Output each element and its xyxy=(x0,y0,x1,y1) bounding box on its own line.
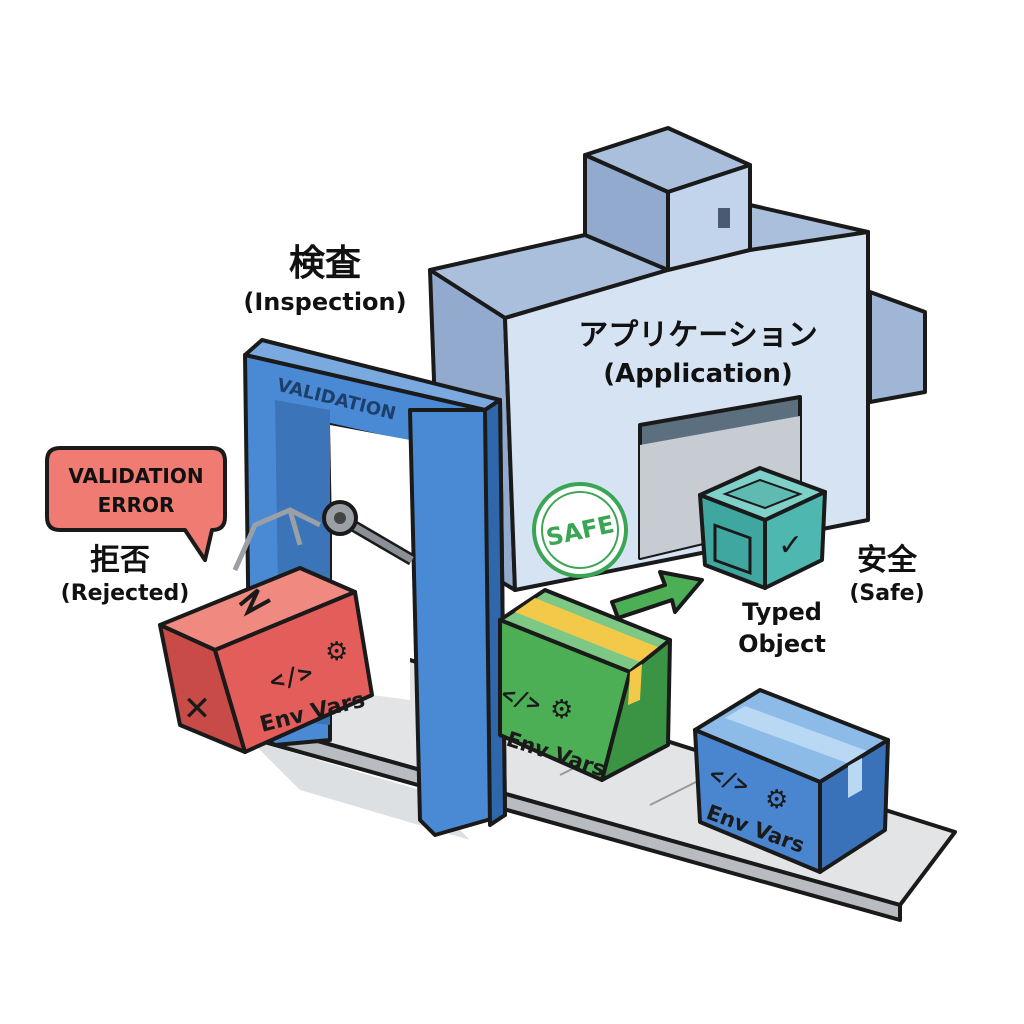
validation-error-bubble: VALIDATION ERROR xyxy=(45,446,227,562)
error-line-2: ERROR xyxy=(98,493,175,517)
safe-title-ja: 安全 xyxy=(857,543,918,578)
application-title-ja: アプリケーション xyxy=(578,318,817,353)
arrow-right-icon xyxy=(610,570,704,620)
crack-icon xyxy=(238,588,271,617)
inspection-title-ja: 検査 xyxy=(289,243,361,284)
application-title-en: (Application) xyxy=(603,359,793,389)
gear-icon: ⚙ xyxy=(325,637,348,667)
rejected-title-ja: 拒否 xyxy=(90,543,150,578)
error-line-1: VALIDATION xyxy=(68,464,203,488)
safe-stamp: SAFE xyxy=(532,482,628,578)
typed-object-line-2: Object xyxy=(738,630,826,658)
waiting-env-vars-box: </> ⚙ Env Vars xyxy=(693,688,890,874)
robotic-arm xyxy=(232,500,416,572)
rejected-env-vars-box: ✕ </> ⚙ Env Vars xyxy=(158,566,374,754)
window-icon xyxy=(718,208,730,228)
rejected-title-en: (Rejected) xyxy=(61,581,190,606)
check-icon: ✓ xyxy=(778,528,803,563)
typed-object-cube: ✓ xyxy=(698,466,827,590)
gear-icon: ⚙ xyxy=(550,695,573,725)
application-building: アプリケーション (Application) xyxy=(428,126,927,592)
x-icon: ✕ xyxy=(183,689,212,729)
safe-title-en: (Safe) xyxy=(849,581,924,606)
typed-object-line-1: Typed xyxy=(742,598,822,626)
passing-env-vars-box: </> ⚙ Env Vars xyxy=(498,588,672,782)
inspection-title-en: (Inspection) xyxy=(243,288,406,316)
gear-icon: ⚙ xyxy=(765,785,788,815)
